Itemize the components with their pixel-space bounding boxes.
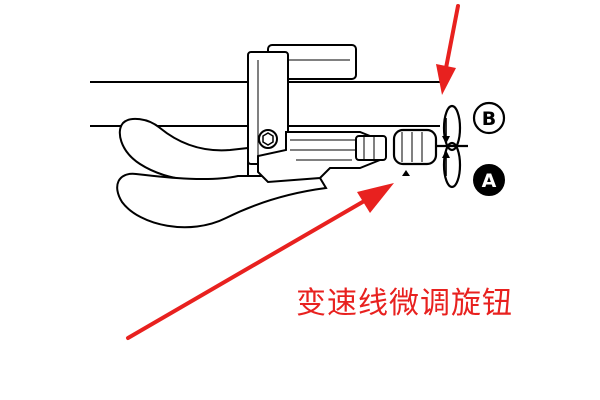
rotation-arrows xyxy=(442,104,462,189)
callout-b-label: B xyxy=(482,108,496,130)
release-lever xyxy=(118,117,249,183)
annotation-arrow-diagonal xyxy=(126,183,394,340)
callout-a-direction: A xyxy=(473,164,505,196)
shifter-body xyxy=(257,131,387,184)
clamp-bolt xyxy=(258,129,278,149)
callout-b-direction: B xyxy=(472,101,506,135)
annotation-arrow-top xyxy=(436,4,460,95)
barrel-adjuster xyxy=(392,128,468,166)
handlebar-clamp xyxy=(247,44,357,165)
cable-marker xyxy=(402,170,410,176)
callout-a-label: A xyxy=(482,170,497,192)
main-lever xyxy=(116,172,328,229)
adjuster-caption: 变速线微调旋钮 xyxy=(296,286,513,321)
